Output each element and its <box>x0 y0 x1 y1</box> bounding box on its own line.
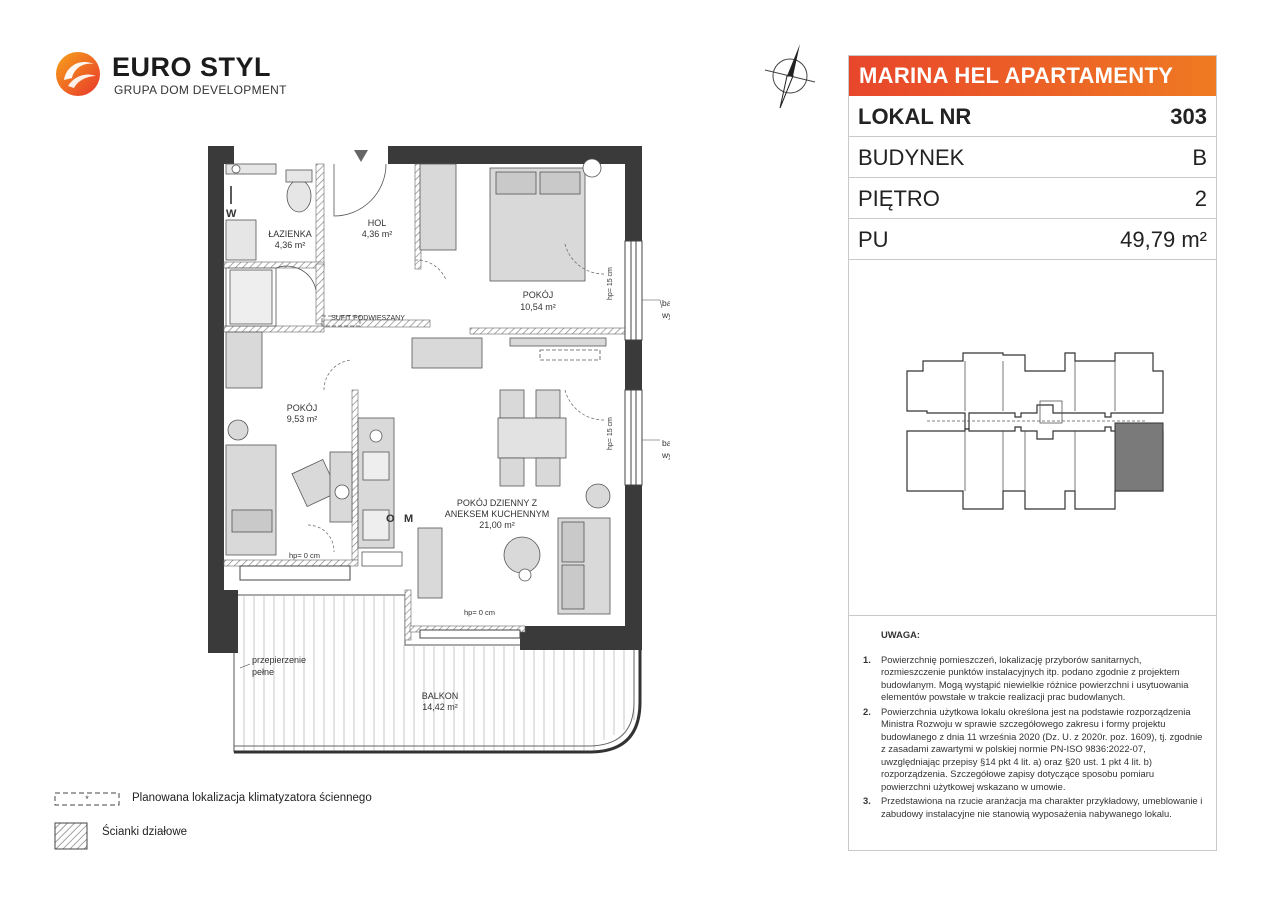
legend-text-partition: Ścianki działowe <box>102 826 188 838</box>
floor-label: PIĘTRO <box>858 186 940 211</box>
partition-label-line2: pełne <box>252 667 274 677</box>
note-item: 1. Powierzchnię pomieszczeń, lokalizację… <box>863 654 1203 704</box>
hp-label-bedroom1: hp= 15 cm <box>607 267 614 300</box>
bedroom2-area: 9,53 m² <box>287 414 318 424</box>
living-furniture <box>357 389 611 615</box>
railing2-line1: balustrada <box>662 438 670 448</box>
dishwasher-marker: M <box>404 513 413 525</box>
note-item: 2. Powierzchnia użytkowa lokalu określon… <box>863 706 1203 794</box>
bedroom2-furniture <box>225 331 353 556</box>
area-value: 49,79 m² <box>1120 227 1207 252</box>
air-conditioner-markers <box>321 315 601 361</box>
bedroom1-name: POKÓJ <box>523 290 554 300</box>
building-value: B <box>1192 145 1207 170</box>
area-label: PU <box>858 227 889 252</box>
structural-walls <box>208 146 642 653</box>
project-title: MARINA HEL APARTAMENTY <box>849 56 1216 96</box>
notes-title: UWAGA: <box>881 629 921 640</box>
unit-number-row: LOKAL NR 303 <box>849 96 1216 137</box>
entrance-door <box>333 146 388 217</box>
brand-name: EURO STYL <box>112 52 272 82</box>
ceiling-label: SUFIT PODWIESZANY <box>331 315 405 322</box>
note-item: 3. Przedstawiona na rzucie aranżacja ma … <box>863 795 1203 820</box>
notes-section: UWAGA: 1. Powierzchnię pomieszczeń, loka… <box>863 629 1203 822</box>
floor-plan: hp= 15 cm hp= 15 cm hp= 0 cm hp= 0 cm W … <box>208 146 670 754</box>
bedroom1-area: 10,54 m² <box>520 302 556 312</box>
dashed-box-icon: * <box>54 792 120 806</box>
bedroom2-name: POKÓJ <box>287 403 318 413</box>
hall-area: 4,36 m² <box>362 229 393 239</box>
living-area: 21,00 m² <box>479 520 515 530</box>
balcony-area: 14,42 m² <box>422 702 458 712</box>
hall-name: HOL <box>368 218 387 228</box>
legend-text-air-conditioner: Planowana lokalizacja klimatyzatora ście… <box>132 792 372 804</box>
bathroom-area: 4,36 m² <box>275 240 306 250</box>
floor-value: 2 <box>1194 186 1207 211</box>
area-row: PU 49,79 m² <box>849 219 1216 260</box>
unit-number-label: LOKAL NR <box>858 104 972 129</box>
building-key-plan <box>906 352 1164 510</box>
washer-marker: W <box>226 208 237 220</box>
balcony-floor <box>233 594 642 754</box>
railing1-line2: wysoka, ażurowa <box>661 310 670 320</box>
note-text: Przedstawiona na rzucie aranżacja ma cha… <box>881 795 1203 819</box>
note-number: 1. <box>863 653 871 665</box>
euro-styl-flame-icon <box>56 52 100 96</box>
unit-number-value: 303 <box>1170 104 1207 129</box>
bathroom-name: ŁAZIENKA <box>268 229 312 239</box>
balcony-name: BALKON <box>422 691 459 701</box>
railing1-line1: balustrada <box>662 298 670 308</box>
railing2-line2: wysoka, ażurowa <box>661 450 670 460</box>
selected-unit-highlight <box>1114 422 1164 492</box>
hp-label-bedroom2: hp= 0 cm <box>289 551 320 560</box>
living-name-line1: POKÓJ DZIENNY Z <box>457 498 538 508</box>
bedroom1-furniture <box>411 158 607 369</box>
floor-row: PIĘTRO 2 <box>849 178 1216 219</box>
note-text: Powierzchnia użytkowa lokalu określona j… <box>881 705 1203 792</box>
oven-marker: O <box>386 513 395 525</box>
partition-label-line1: przepierzenie <box>252 655 306 665</box>
interior-doors <box>307 243 605 553</box>
hatch-icon <box>54 822 88 850</box>
building-row: BUDYNEK B <box>849 137 1216 178</box>
bathroom-fixtures <box>225 163 317 327</box>
info-panel: MARINA HEL APARTAMENTY LOKAL NR 303 BUDY… <box>848 55 1217 851</box>
brand-logo: EURO STYL GRUPA DOM DEVELOPMENT <box>54 50 294 102</box>
hp-label-living-bottom: hp= 0 cm <box>464 608 495 617</box>
key-plan-section <box>849 259 1216 616</box>
svg-text:*: * <box>85 794 89 804</box>
windows <box>239 240 643 639</box>
note-number: 2. <box>863 705 871 717</box>
living-name-line2: ANEKSEM KUCHENNYM <box>445 509 550 519</box>
north-arrow-icon <box>764 44 816 109</box>
hp-label-living: hp= 15 cm <box>607 417 614 450</box>
building-label: BUDYNEK <box>858 145 965 170</box>
brand-tagline: GRUPA DOM DEVELOPMENT <box>114 83 287 97</box>
note-text: Powierzchnię pomieszczeń, lokalizację pr… <box>881 653 1189 703</box>
note-number: 3. <box>863 795 871 806</box>
